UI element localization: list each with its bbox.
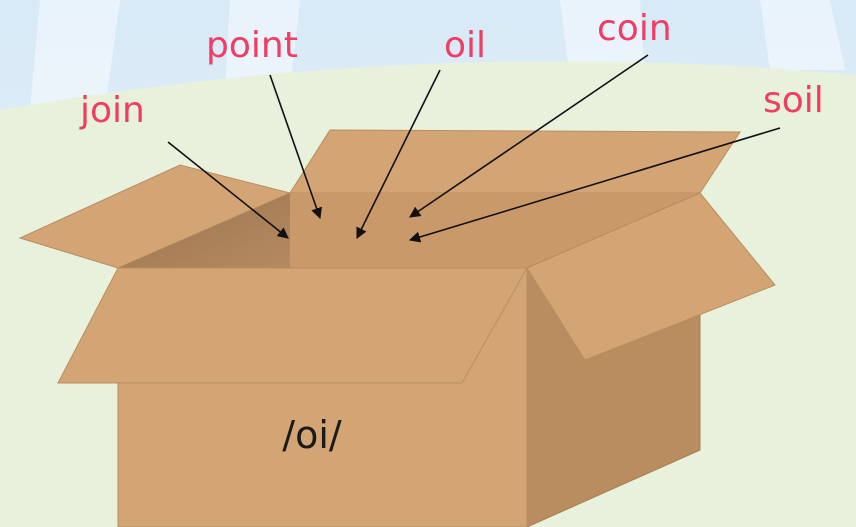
- box-interior-left: [118, 193, 290, 268]
- sound-label: /oi/: [282, 413, 342, 457]
- word-point: point: [206, 25, 298, 66]
- word-coin: coin: [597, 8, 672, 49]
- word-soil: soil: [763, 80, 824, 121]
- box-right-flap: [526, 192, 776, 361]
- arrow-join: [167, 141, 289, 239]
- arrow-soil: [408, 127, 781, 243]
- arrow-point: [269, 74, 322, 220]
- sky-stripes: [30, 0, 845, 110]
- arrow-coin: [409, 54, 649, 218]
- arrow-oil: [356, 69, 441, 240]
- word-oil: oil: [444, 25, 486, 66]
- box-back-flap: [289, 129, 741, 194]
- box-front-flap: [57, 267, 528, 384]
- word-join: join: [79, 90, 145, 131]
